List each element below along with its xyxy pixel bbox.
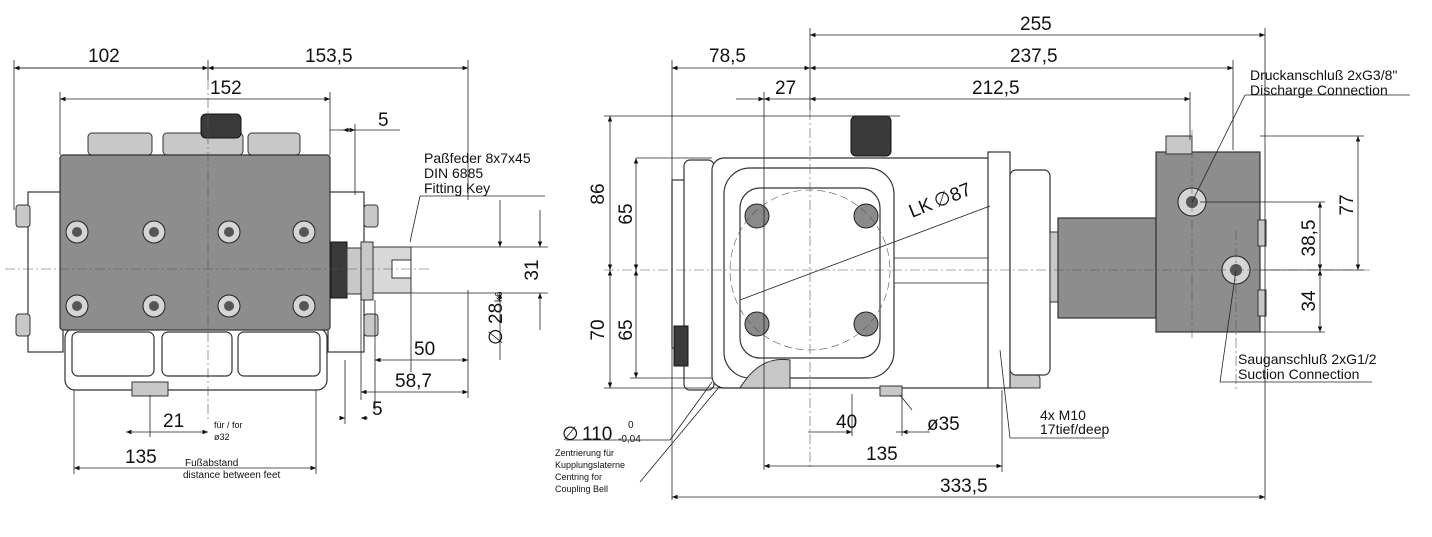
note-centring-line2: Kupplungslaterne — [555, 460, 625, 470]
dim-5-bottom: 5 — [372, 399, 383, 420]
dim-28-symbol: ∅ — [486, 328, 507, 345]
side-view — [604, 110, 1370, 470]
bolt-l2 — [15, 313, 31, 337]
foot-left — [739, 358, 791, 389]
dim-58-7: 58,7 — [395, 371, 432, 392]
front-dimensions: 102 153,5 152 5 31 ∅ 28 k6 50 58,7 5 — [13, 46, 548, 481]
dim-135-side: 135 — [866, 444, 898, 465]
drain-plug — [131, 381, 169, 397]
front-view — [5, 80, 430, 420]
note-for-line1: für / for — [214, 420, 243, 430]
case-window-1 — [71, 331, 155, 377]
note-discharge-line1: Druckanschluß 2xG3/8" — [1250, 67, 1397, 83]
note-key-line3: Fitting Key — [424, 180, 490, 196]
bolt-r1 — [363, 204, 379, 228]
dim-110: 110 — [582, 424, 612, 445]
dim-5-top: 5 — [378, 110, 389, 131]
note-centring-line4: Coupling Bell — [555, 484, 608, 494]
side-plug-1 — [1257, 219, 1267, 247]
dim-255: 255 — [1020, 14, 1052, 35]
top-cap-3 — [247, 132, 301, 156]
case-window-2 — [161, 331, 233, 377]
dim-lk-symbol: ∅ — [931, 187, 954, 213]
dim-27: 27 — [775, 78, 796, 99]
side-drain — [879, 385, 903, 397]
shaft-nut — [330, 241, 348, 299]
pump-head — [1155, 151, 1261, 333]
dim-40: 40 — [836, 412, 857, 433]
dim-237-5: 237,5 — [1010, 46, 1058, 67]
note-discharge-line2: Discharge Connection — [1250, 82, 1388, 98]
shaft-collar — [346, 247, 362, 295]
dim-65-top: 65 — [616, 203, 637, 224]
dim-65-bottom: 65 — [616, 319, 637, 340]
pump-head-neck — [1057, 217, 1157, 319]
case-window-3 — [237, 331, 321, 377]
dim-38-5: 38,5 — [1299, 220, 1320, 257]
note-key-line2: DIN 6885 — [424, 165, 483, 181]
left-flange — [27, 191, 64, 353]
dim-31: 31 — [522, 259, 543, 280]
note-centring-line1: Zentrierung für — [555, 448, 614, 458]
shaft-seal — [360, 241, 374, 301]
dim-35: ø35 — [927, 414, 960, 435]
dim-70: 70 — [588, 319, 609, 340]
note-suction-line1: Sauganschluß 2xG1/2 — [1238, 351, 1377, 367]
dim-102: 102 — [88, 46, 120, 67]
note-m10-line2: 17tief/deep — [1040, 421, 1109, 437]
dim-28: 28 — [486, 303, 507, 324]
note-key-line1: Paßfeder 8x7x45 — [424, 150, 531, 166]
top-cap-1 — [87, 132, 153, 156]
cover-bolt-2 — [853, 203, 879, 229]
side-dimensions: 255 78,5 237,5 27 212,5 86 70 65 65 LK ∅… — [555, 14, 1410, 500]
pump-housing — [1009, 169, 1051, 376]
dim-135-feet: 135 — [125, 447, 157, 468]
manifold-block — [59, 154, 331, 331]
dim-50: 50 — [414, 339, 435, 360]
side-oil-cap — [850, 115, 892, 157]
note-suction-line2: Suction Connection — [1238, 366, 1359, 382]
flange-nut — [673, 325, 689, 367]
oil-cap — [200, 113, 242, 139]
cover-bolt-4 — [853, 311, 879, 337]
dim-28-tolerance: k6 — [494, 291, 505, 302]
dim-153-5: 153,5 — [305, 46, 353, 67]
cover-bolt-3 — [744, 311, 770, 337]
dim-110-lower: -0,04 — [618, 434, 641, 445]
dim-212-5: 212,5 — [972, 78, 1020, 99]
head-plug — [1165, 135, 1193, 155]
note-feet-line2: distance between feet — [183, 470, 281, 481]
note-centring-line3: Centring for — [555, 472, 602, 482]
dim-110-symbol: ∅ — [562, 424, 579, 445]
cover-bolt-1 — [744, 203, 770, 229]
bolt-r2 — [363, 313, 379, 337]
dim-21: 21 — [163, 411, 184, 432]
plunger-seal — [1049, 231, 1059, 303]
dim-78-5: 78,5 — [709, 46, 746, 67]
dim-110-upper: 0 — [628, 420, 634, 431]
bolt-l1 — [15, 204, 31, 228]
valve-plugs — [65, 220, 316, 318]
dim-152: 152 — [210, 78, 242, 99]
side-plug-2 — [1257, 289, 1267, 317]
dim-77: 77 — [1337, 194, 1358, 215]
dim-34: 34 — [1299, 290, 1320, 312]
dim-86: 86 — [588, 183, 609, 204]
dim-333-5: 333,5 — [940, 476, 988, 497]
note-m10-line1: 4x M10 — [1040, 407, 1086, 423]
note-for-line2: ø32 — [214, 432, 230, 442]
note-feet-line1: Fußabstand — [185, 458, 238, 469]
